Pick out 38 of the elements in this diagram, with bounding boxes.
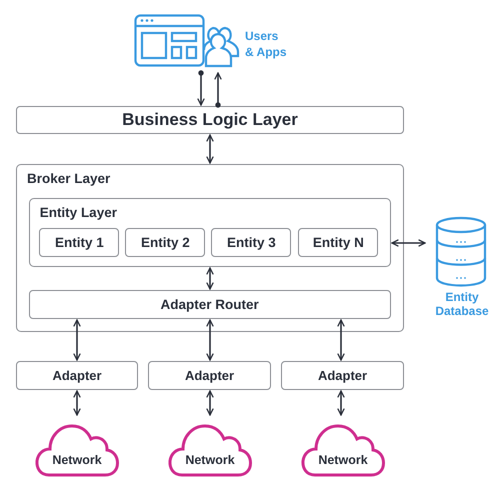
box-label: Adapter Router [160,296,259,312]
arrow [206,390,214,416]
layer-container [28,198,391,267]
box-label: Entity 2 [140,235,190,250]
process-box [298,228,378,258]
process-box [39,228,120,258]
process-box [281,361,404,390]
process-box [211,228,292,258]
cloud-label: Network [184,453,236,467]
arrow [197,70,205,106]
cloud-label: Network [317,453,369,467]
box-label: Business Logic Layer [122,110,298,130]
box-label: Adapter [184,368,234,383]
arrow [206,134,214,164]
icon-caption: Users & Apps [245,28,288,60]
icon-caption: Entity Database [434,290,490,318]
process-box [16,361,138,390]
arrow [73,319,81,361]
arrow [206,267,214,290]
box-label: Entity N [312,235,364,250]
process-box [16,106,404,134]
box-label: Entity 1 [54,235,104,250]
arrow [73,390,81,416]
arrow [337,319,345,361]
layer-container [16,164,404,332]
process-box [125,228,206,258]
layer-title: Broker Layer [27,171,110,186]
arrow [391,239,426,247]
process-box [28,290,391,319]
box-label: Adapter [318,368,368,383]
process-box [148,361,271,390]
box-label: Adapter [52,368,102,383]
arrow [214,72,222,108]
box-label: Entity 3 [226,235,276,250]
layer-title: Entity Layer [40,204,117,220]
arrow [337,390,345,416]
cloud-label: Network [51,453,103,467]
arrow [206,319,214,361]
